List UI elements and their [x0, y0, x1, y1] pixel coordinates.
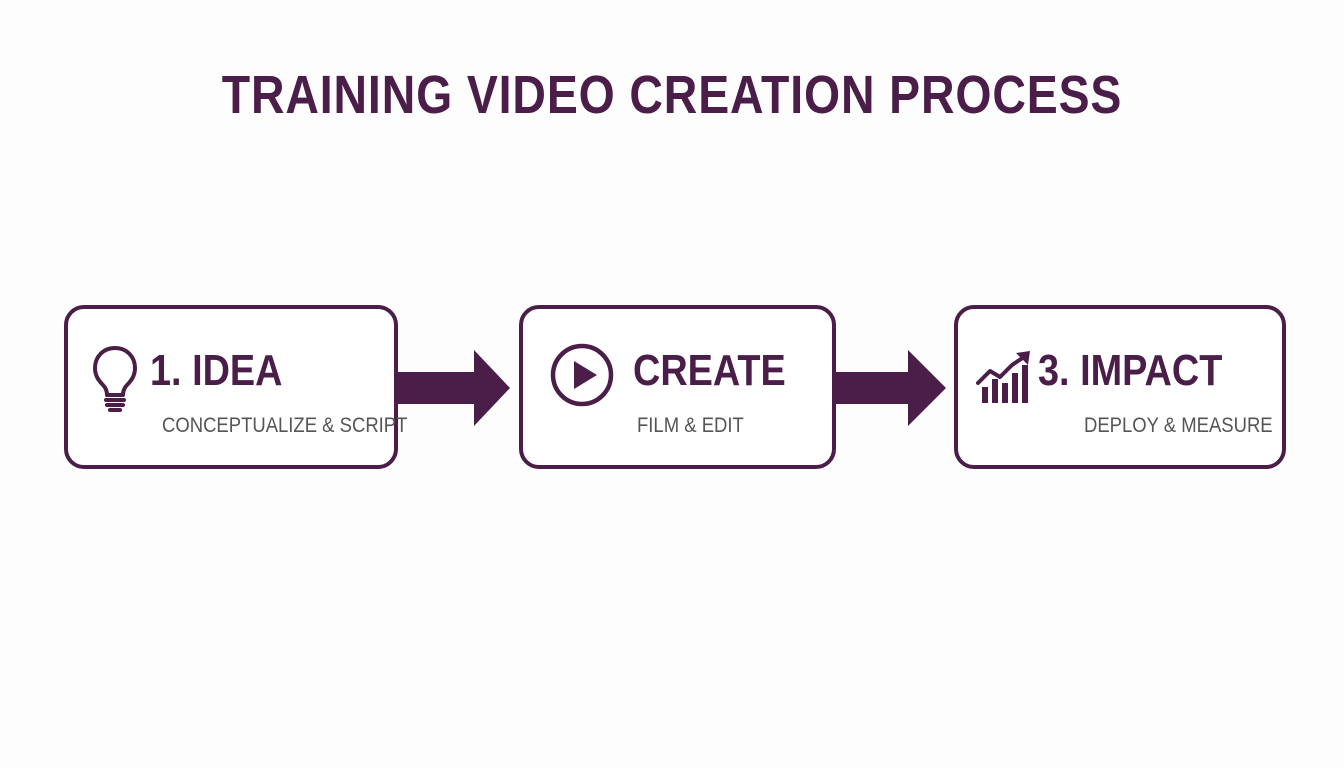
- step-subtitle: DEPLOY & MEASURE: [1084, 414, 1273, 437]
- step-impact-box: 3. IMPACT DEPLOY & MEASURE: [954, 305, 1286, 469]
- step-title: 3. IMPACT: [1038, 346, 1223, 395]
- step-subtitle: CONCEPTUALIZE & SCRIPT: [162, 414, 408, 437]
- step-idea-box: 1. IDEA CONCEPTUALIZE & SCRIPT: [64, 305, 407, 469]
- arrow-right-icon: [398, 350, 510, 426]
- step-subtitle: FILM & EDIT: [637, 414, 744, 437]
- diagram-title: TRAINING VIDEO CREATION PROCESS: [221, 65, 1123, 125]
- lightbulb-icon: [93, 346, 137, 412]
- step-create-box: CREATE FILM & EDIT: [519, 305, 836, 469]
- growth-chart-icon: [976, 351, 1030, 403]
- play-circle-icon: [550, 343, 614, 407]
- step-title: 1. IDEA: [150, 346, 283, 395]
- arrow-right-icon: [836, 350, 946, 426]
- step-title: CREATE: [633, 346, 786, 395]
